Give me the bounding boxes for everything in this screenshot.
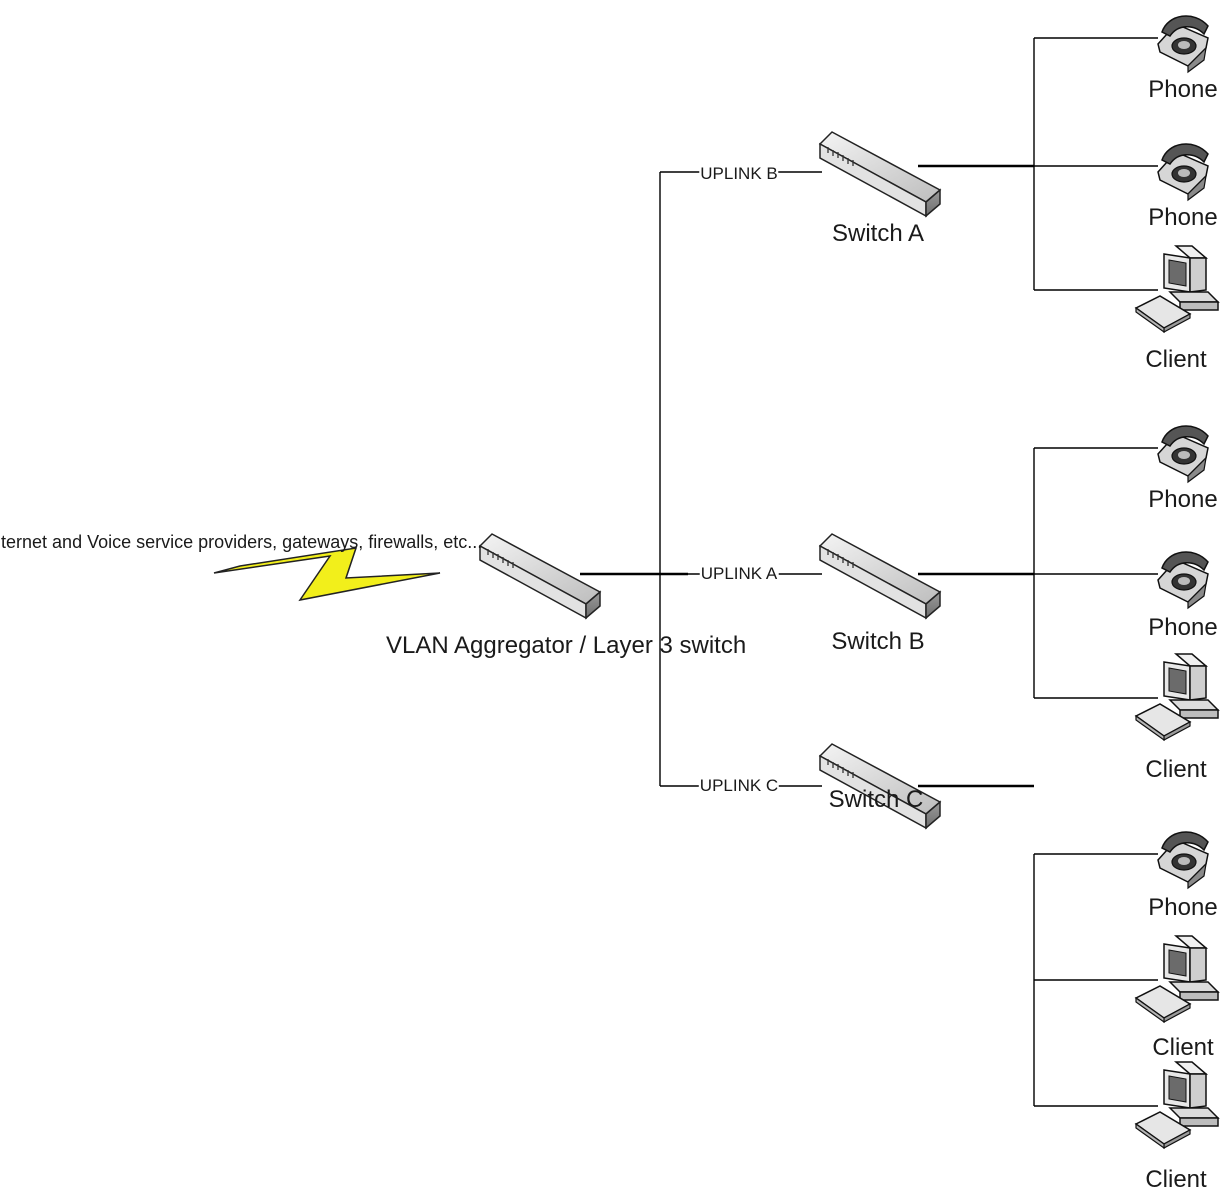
switch-label: Switch B <box>831 628 925 655</box>
uplink-label: UPLINK C <box>698 776 780 796</box>
uplink-label: UPLINK B <box>699 164 779 184</box>
phone-icon <box>1157 15 1209 73</box>
switch-label: Switch C <box>828 786 924 813</box>
computer-icon <box>1135 653 1219 741</box>
phone-icon <box>1157 551 1209 609</box>
switch-icon <box>819 533 941 619</box>
endpoint-label: Phone <box>1148 486 1218 513</box>
endpoint-label: Phone <box>1148 204 1218 231</box>
endpoint-label: Client <box>1145 1166 1207 1193</box>
lightning-bolt-icon <box>213 547 441 602</box>
computer-icon <box>1135 245 1219 333</box>
aggregator-switch-icon <box>479 533 601 619</box>
switch-label: Switch A <box>831 220 925 247</box>
uplink-label: UPLINK A <box>699 564 779 584</box>
aggregator-label: VLAN Aggregator / Layer 3 switch <box>386 632 747 659</box>
endpoint-label: Phone <box>1148 76 1218 103</box>
endpoint-label: Client <box>1152 1034 1214 1061</box>
endpoint-label: Phone <box>1148 894 1218 921</box>
endpoint-label: Phone <box>1148 614 1218 641</box>
computer-icon <box>1135 1061 1219 1149</box>
phone-icon <box>1157 831 1209 889</box>
endpoint-label: Client <box>1145 346 1207 373</box>
phone-icon <box>1157 425 1209 483</box>
computer-icon <box>1135 935 1219 1023</box>
internet-label: Internet and Voice service providers, ga… <box>0 532 483 552</box>
switch-icon <box>819 131 941 217</box>
phone-icon <box>1157 143 1209 201</box>
endpoint-label: Client <box>1145 756 1207 783</box>
